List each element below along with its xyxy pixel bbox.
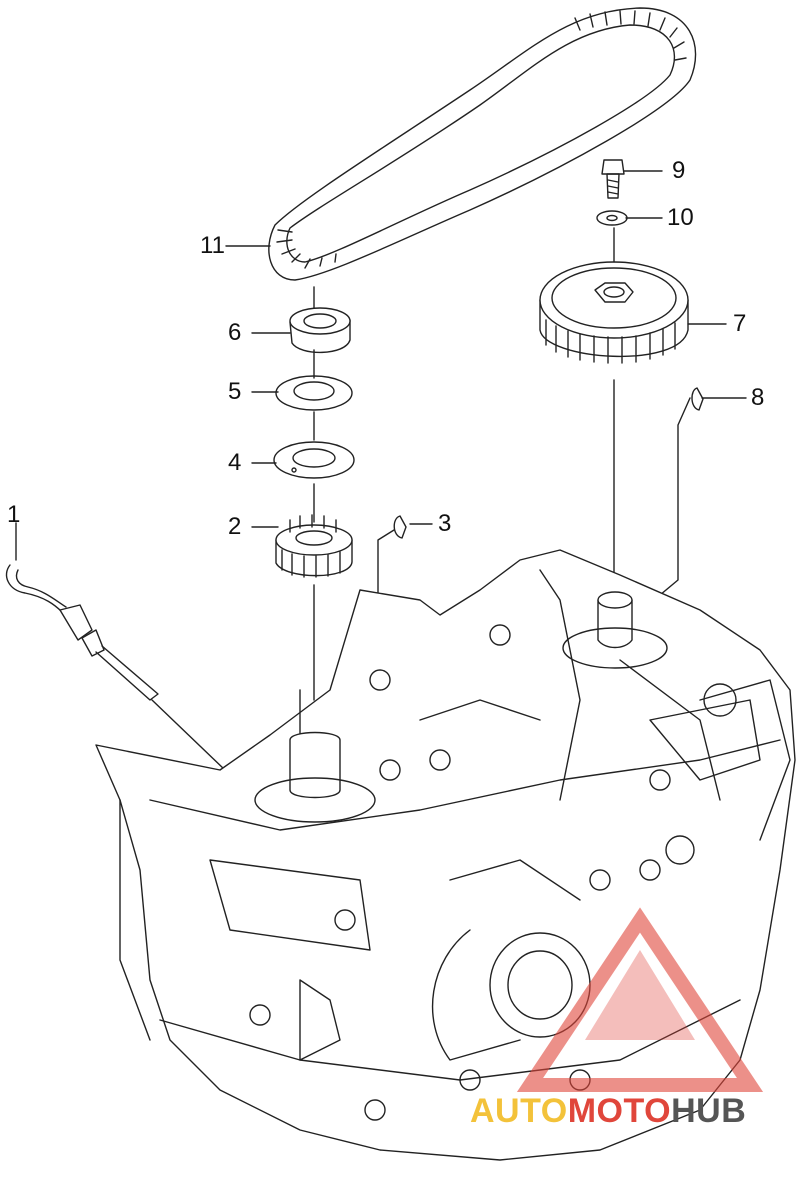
woodruff-key-part-3 bbox=[393, 515, 407, 539]
callout-label-7: 7 bbox=[733, 310, 747, 337]
dipstick-part-1 bbox=[5, 564, 159, 701]
bolt-part-9 bbox=[601, 159, 625, 199]
callout-label-8: 8 bbox=[751, 384, 765, 411]
callout-label-10: 10 bbox=[667, 204, 694, 231]
watermark-text: AUTOMOTOHUB bbox=[470, 1092, 746, 1131]
callout-label-6: 6 bbox=[228, 319, 242, 346]
engine-block bbox=[95, 549, 796, 1161]
callout-leaders bbox=[15, 170, 747, 561]
callout-label-3: 3 bbox=[438, 510, 452, 537]
timing-belt-part-11 bbox=[268, 7, 697, 281]
callout-label-11: 11 bbox=[200, 232, 225, 259]
watermark-auto: AUTO bbox=[470, 1092, 568, 1130]
watermark-hub: HUB bbox=[671, 1092, 747, 1130]
callout-label-1: 1 bbox=[7, 501, 21, 528]
watermark-logo-inner bbox=[585, 950, 695, 1040]
watermark-moto: MOTO bbox=[567, 1092, 672, 1130]
cam-pulley-part-7 bbox=[539, 261, 689, 364]
guide-plate-part-4 bbox=[273, 441, 355, 479]
callout-label-9: 9 bbox=[672, 157, 686, 184]
callout-label-2: 2 bbox=[228, 513, 242, 540]
crank-pulley-part-2 bbox=[275, 514, 353, 578]
callout-label-5: 5 bbox=[228, 378, 242, 405]
collar-part-6 bbox=[289, 307, 351, 354]
washer-part-10 bbox=[596, 210, 628, 226]
callout-label-4: 4 bbox=[228, 449, 242, 476]
woodruff-key-part-8 bbox=[691, 387, 704, 411]
guide-plate-part-5 bbox=[275, 375, 353, 411]
watermark-logo bbox=[516, 907, 764, 1092]
